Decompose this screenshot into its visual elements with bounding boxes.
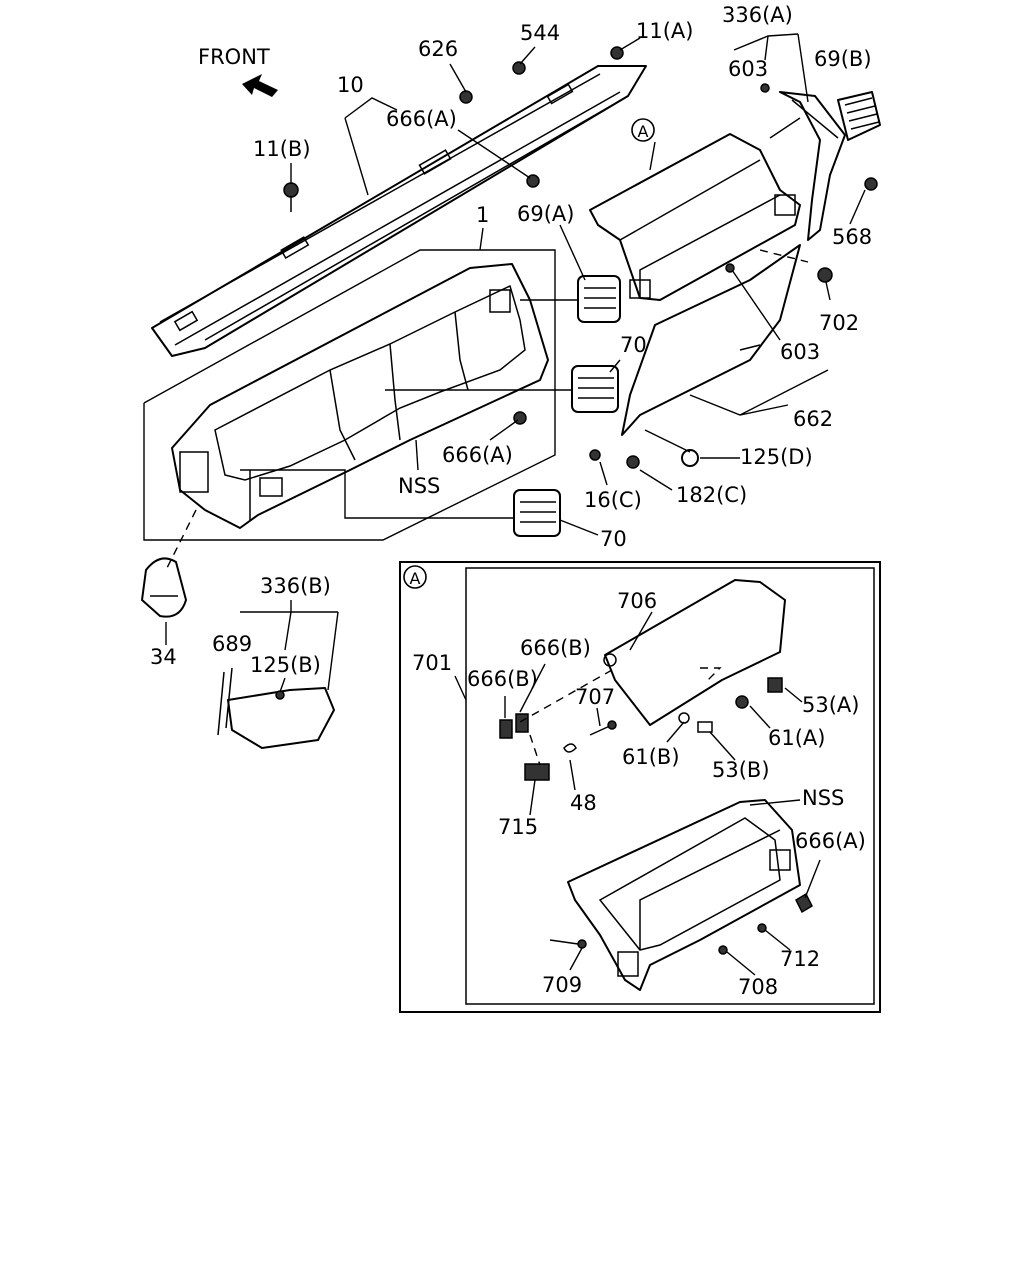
glove-box-body-nss <box>567 799 801 991</box>
vent-69a <box>577 275 621 323</box>
label-11b: 11(B) <box>253 137 311 161</box>
label-707: 707 <box>575 685 615 709</box>
label-666a-mid: 666(A) <box>442 443 513 467</box>
leader-lines-detail <box>504 663 821 976</box>
label-nss-top: NSS <box>398 474 440 498</box>
label-666a-bottom: 666(A) <box>795 829 866 853</box>
label-125d: 125(D) <box>740 445 813 469</box>
label-603-mid: 603 <box>780 340 820 364</box>
label-34: 34 <box>150 645 177 669</box>
label-666b-a: 666(B) <box>520 636 591 660</box>
lower-left-panel-336b <box>217 667 335 749</box>
right-side-panel-336a <box>779 91 846 241</box>
label-709: 709 <box>542 973 582 997</box>
leader-lines-top <box>290 33 866 301</box>
label-53a: 53(A) <box>802 693 859 717</box>
glove-box-lid-662 <box>621 244 801 436</box>
label-70-lower: 70 <box>600 527 627 551</box>
svg-text:A: A <box>410 569 421 588</box>
assembly-1-outline <box>143 249 556 541</box>
part-labels: 10 626 544 11(A) 336(A) 603 69(B) 666(A)… <box>150 3 872 999</box>
label-706: 706 <box>617 589 657 613</box>
glove-box-outer <box>589 133 801 301</box>
label-69b: 69(B) <box>814 47 872 71</box>
dashboard-main-frame <box>171 263 549 529</box>
label-336b: 336(B) <box>260 574 331 598</box>
dash-top-trim-panel <box>151 65 647 357</box>
label-10: 10 <box>337 73 364 97</box>
label-544: 544 <box>520 21 560 45</box>
vent-70-upper <box>571 365 619 413</box>
label-182c: 182(C) <box>676 483 747 507</box>
callout-a-marker-top: A <box>631 118 655 142</box>
label-603-top: 603 <box>728 57 768 81</box>
end-cap-34 <box>141 557 187 618</box>
label-16c: 16(C) <box>584 488 642 512</box>
label-11a: 11(A) <box>636 19 693 43</box>
svg-text:A: A <box>638 122 649 141</box>
label-61b: 61(B) <box>622 745 680 769</box>
label-701: 701 <box>412 651 452 675</box>
label-53b: 53(B) <box>712 758 770 782</box>
vent-70-lower <box>513 489 561 537</box>
label-662: 662 <box>793 407 833 431</box>
vent-69b <box>837 91 881 141</box>
detail-a-inner-frame <box>465 567 875 1005</box>
label-689: 689 <box>212 632 252 656</box>
label-702: 702 <box>819 311 859 335</box>
label-666b-b: 666(B) <box>467 667 538 691</box>
callout-a-marker-detail: A <box>403 565 427 589</box>
label-nss-bottom: NSS <box>802 786 844 810</box>
label-48: 48 <box>570 791 597 815</box>
label-715: 715 <box>498 815 538 839</box>
label-708: 708 <box>738 975 778 999</box>
label-336a: 336(A) <box>722 3 793 27</box>
detail-a-outer-frame <box>399 561 881 1013</box>
leader-lines-middle <box>165 224 829 693</box>
label-568: 568 <box>832 225 872 249</box>
label-712: 712 <box>780 947 820 971</box>
front-label: FRONT <box>198 45 270 69</box>
front-arrow-icon <box>242 74 278 97</box>
glove-box-door-706 <box>603 579 786 726</box>
label-125b: 125(B) <box>250 653 321 677</box>
label-70-upper: 70 <box>620 333 647 357</box>
label-626: 626 <box>418 37 458 61</box>
label-1: 1 <box>476 203 489 227</box>
fastener-icons <box>275 46 878 700</box>
label-69a: 69(A) <box>517 202 574 226</box>
label-666a-top: 666(A) <box>386 107 457 131</box>
label-61a: 61(A) <box>768 726 825 750</box>
